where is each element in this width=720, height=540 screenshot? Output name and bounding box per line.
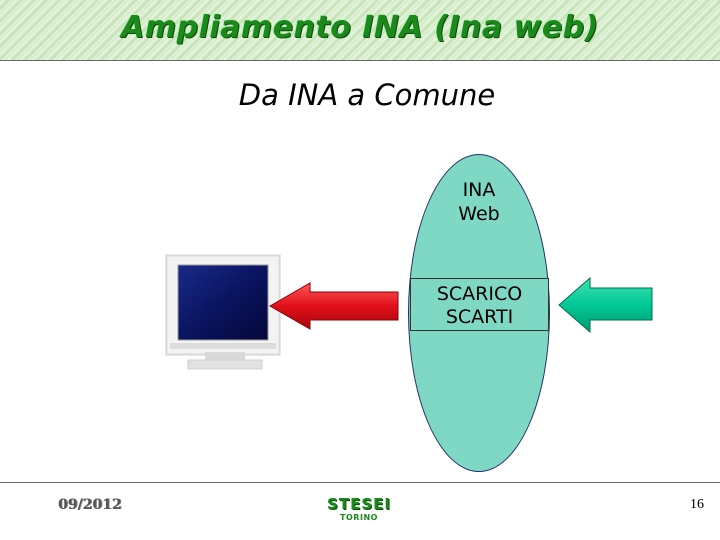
footer-divider (0, 482, 720, 483)
stesei-logo: STESEI (327, 495, 391, 513)
stesei-logo-city: TORINO (340, 513, 378, 522)
footer-date: 09/2012 (58, 497, 122, 513)
teal-left-arrow (558, 276, 653, 334)
box-label-line2: SCARTI (445, 306, 514, 328)
slide-subtitle: Da INA a Comune (238, 78, 496, 112)
box-label-line1: SCARICO (436, 283, 523, 305)
scarico-scarti-box (410, 278, 549, 331)
header-divider (0, 60, 720, 61)
slide-title: Ampliamento INA (Ina web) (121, 10, 599, 45)
page-number: 16 (690, 497, 704, 512)
scarico-scarti-label: SCARICO SCARTI (410, 283, 549, 329)
ina-web-label: INA Web (408, 178, 550, 226)
ina-label-line1: INA (462, 179, 496, 201)
header-band (0, 0, 720, 60)
red-left-arrow (268, 282, 399, 330)
ina-label-line2: Web (458, 203, 500, 225)
computer-monitor-icon (165, 254, 281, 370)
